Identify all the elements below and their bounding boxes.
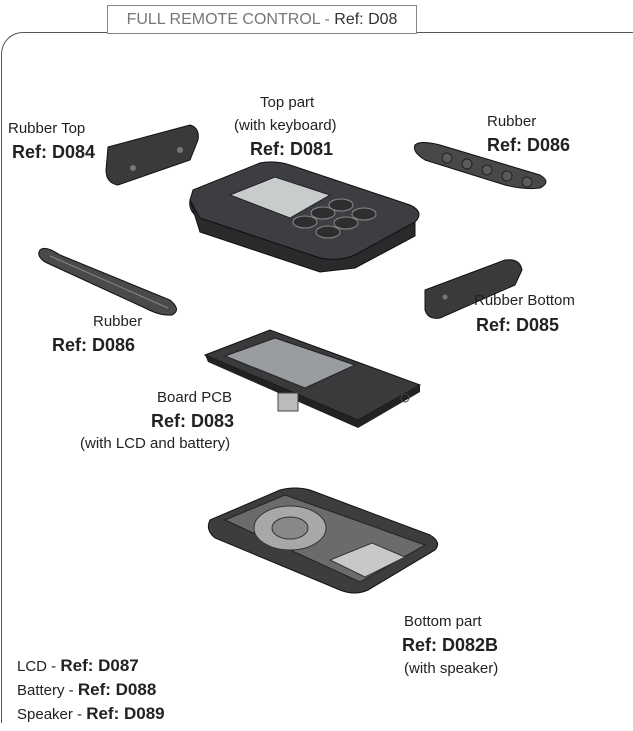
board-pcb-note: (with LCD and battery) bbox=[80, 435, 231, 452]
board-pcb-name: Board PCB bbox=[157, 389, 233, 406]
legend-battery-ref: Ref: D088 bbox=[77, 680, 157, 699]
rubber-bottom-ref: Ref: D085 bbox=[476, 315, 560, 335]
bottom-part-name: Bottom part bbox=[404, 613, 482, 630]
rubber-right-part bbox=[414, 142, 547, 190]
title-text: FULL REMOTE CONTROL - bbox=[126, 11, 335, 28]
bottom-part-ref: Ref: D082B bbox=[402, 635, 499, 655]
bottom-part bbox=[207, 487, 439, 594]
rubber-right-name: Rubber bbox=[487, 113, 537, 130]
board-pcb-ref: Ref: D083 bbox=[151, 411, 235, 431]
rubber-top-part bbox=[105, 124, 199, 186]
legend-speaker-ref: Ref: D089 bbox=[86, 704, 165, 723]
top-part bbox=[189, 161, 420, 273]
rubber-bottom-name: Rubber Bottom bbox=[474, 292, 575, 309]
board-pcb-part bbox=[203, 329, 422, 428]
legend-battery-name: Battery - bbox=[17, 682, 78, 699]
legend-speaker-name: Speaker - bbox=[17, 706, 87, 723]
rubber-top-ref: Ref: D084 bbox=[12, 142, 96, 162]
legend-speaker: Speaker - Ref: D089 bbox=[17, 704, 165, 724]
title-ref: Ref: D08 bbox=[334, 11, 398, 28]
top-part-note: (with keyboard) bbox=[234, 117, 337, 134]
rubber-top-name: Rubber Top bbox=[8, 120, 86, 137]
top-part-ref: Ref: D081 bbox=[250, 139, 334, 159]
top-part-name: Top part bbox=[260, 94, 315, 111]
rubber-left-ref: Ref: D086 bbox=[52, 335, 136, 355]
legend-lcd-ref: Ref: D087 bbox=[60, 656, 139, 675]
legend-lcd: LCD - Ref: D087 bbox=[17, 656, 139, 676]
legend-battery: Battery - Ref: D088 bbox=[17, 680, 156, 700]
rubber-left-part bbox=[38, 247, 177, 316]
legend-lcd-name: LCD - bbox=[17, 658, 61, 675]
rubber-left-name: Rubber bbox=[93, 313, 143, 330]
rubber-right-ref: Ref: D086 bbox=[487, 135, 571, 155]
rubber-bottom-part bbox=[424, 259, 523, 319]
diagram-title: FULL REMOTE CONTROL - Ref: D08 bbox=[107, 5, 417, 34]
bottom-part-note: (with speaker) bbox=[404, 660, 499, 677]
